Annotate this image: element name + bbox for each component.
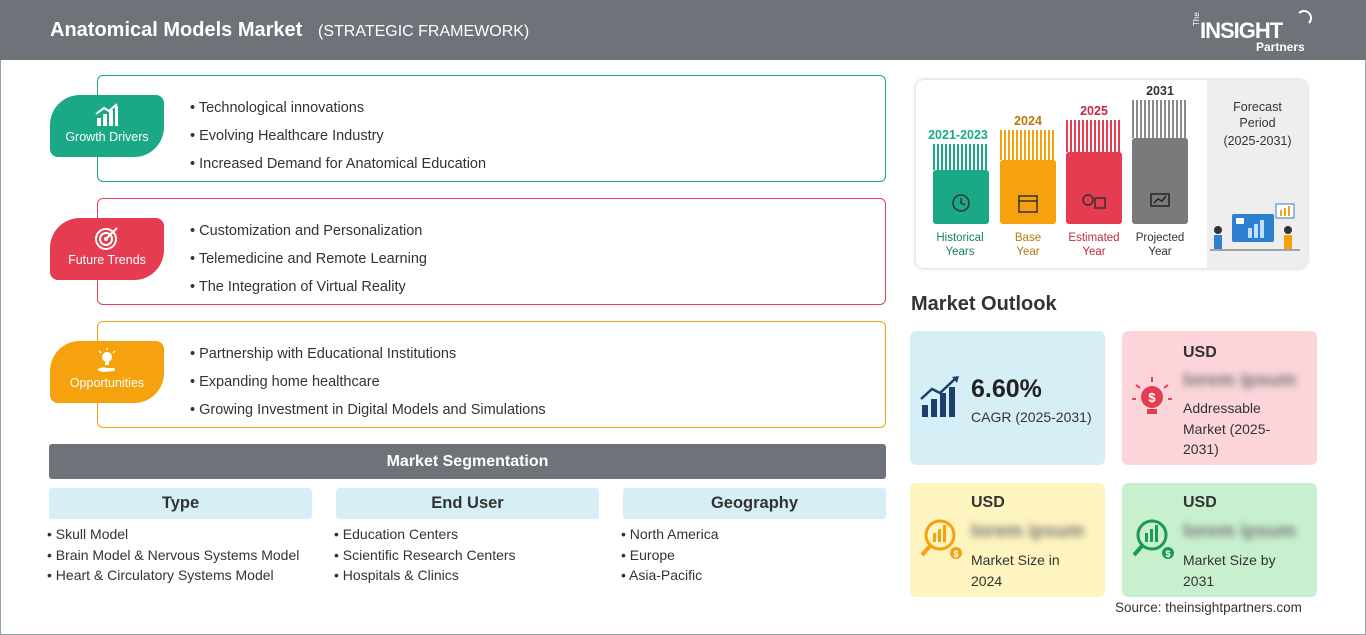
cagr-value: 6.60% (971, 375, 1042, 403)
base-bar-stripes (1000, 130, 1056, 160)
segment-header-end-user: End User (336, 488, 599, 519)
presentation-board-icon (1150, 193, 1170, 207)
analytics-people-icon (1210, 203, 1300, 251)
list-item: Expanding home healthcare (190, 368, 546, 396)
future-trends-list: Customization and Personalization Teleme… (190, 217, 427, 301)
opportunities-label: Opportunities (69, 376, 145, 390)
size-2024-value: lorem ipsum (971, 521, 1084, 542)
projected-year-value: 2031 (1146, 84, 1174, 98)
list-item: Partnership with Educational Institution… (190, 340, 546, 368)
calendar-icon (1018, 195, 1038, 213)
logo-insight: INSIGHT (1200, 18, 1283, 43)
lightbulb-hand-icon (97, 348, 116, 372)
list-item: Europe (621, 545, 719, 566)
list-item: Asia-Pacific (621, 565, 719, 586)
gear-chart-icon (1082, 194, 1106, 209)
list-item: Increased Demand for Anatomical Educatio… (190, 150, 486, 178)
size-2024-currency: USD (971, 494, 1005, 511)
size-2031-currency: USD (1183, 494, 1217, 511)
addressable-currency: USD (1183, 344, 1217, 361)
growth-chart-icon (920, 376, 959, 417)
history-clock-icon (952, 194, 970, 212)
target-icon (95, 227, 118, 250)
base-year-value: 2024 (1014, 114, 1042, 128)
growth-drivers-list: Technological innovations Evolving Healt… (190, 94, 486, 178)
segment-header-type: Type (49, 488, 312, 519)
addressable-value: lorem ipsum (1183, 370, 1296, 391)
segment-header-geography: Geography (623, 488, 886, 519)
size-2031-label: Market Size by 2031 (1183, 552, 1276, 589)
cagr-card: 6.60% CAGR (2025-2031) (910, 331, 1105, 465)
projected-bar-stripes (1132, 100, 1188, 138)
growth-drivers-badge: Growth Drivers (50, 95, 164, 157)
list-item: North America (621, 524, 719, 545)
list-item: Telemedicine and Remote Learning (190, 245, 427, 273)
source-link[interactable]: Source: theinsightpartners.com (1115, 600, 1302, 615)
addressable-market-card: $ USD lorem ipsum Addressable Market (20… (1122, 331, 1317, 465)
estimated-bar (1066, 152, 1122, 224)
svg-text:$: $ (1148, 390, 1156, 405)
list-item: Skull Model (47, 524, 299, 545)
growth-drivers-label: Growth Drivers (65, 130, 149, 144)
base-bar (1000, 160, 1056, 224)
opportunities-badge: Opportunities (50, 341, 164, 403)
market-outlook-title: Market Outlook (911, 293, 1057, 315)
svg-text:$: $ (1165, 549, 1170, 559)
magnifier-chart-icon: $ (1132, 519, 1174, 559)
historical-bar-stripes (933, 144, 989, 170)
size-2031-value: lorem ipsum (1183, 521, 1296, 542)
historical-bar (933, 170, 989, 224)
segment-list-type: Skull Model Brain Model & Nervous System… (47, 524, 300, 586)
page-title: Anatomical Models Market (50, 19, 303, 41)
magnifier-chart-icon: $ (920, 519, 962, 559)
list-item: Growing Investment in Digital Models and… (190, 396, 546, 424)
historical-years-value: 2021-2023 (928, 128, 988, 142)
forecast-period-text: Forecast Period (2025-2031) (1223, 100, 1292, 148)
addressable-label: Addressable Market (2025- 2031) (1183, 400, 1271, 457)
market-size-2024-card: $ USD lorem ipsum Market Size in 2024 (910, 483, 1105, 597)
dollar-lightbulb-icon: $ (1132, 377, 1172, 414)
market-size-2031-card: $ USD lorem ipsum Market Size by 2031 (1122, 483, 1317, 597)
future-trends-label: Future Trends (68, 253, 146, 267)
estimated-bar-stripes (1066, 120, 1122, 152)
market-segmentation-bar: Market Segmentation (49, 444, 886, 479)
future-trends-badge: Future Trends (50, 218, 164, 280)
list-item: The Integration of Virtual Reality (190, 273, 427, 301)
estimated-year-value: 2025 (1080, 104, 1108, 118)
future-trends-box: Customization and Personalization Teleme… (97, 198, 886, 305)
opportunities-box: Partnership with Educational Institution… (97, 321, 886, 428)
cagr-label: CAGR (2025-2031) (971, 409, 1092, 425)
list-item: Technological innovations (190, 94, 486, 122)
list-item: Brain Model & Nervous Systems Model (47, 545, 300, 566)
list-item: Heart & Circulatory Systems Model (47, 565, 299, 586)
list-item: Evolving Healthcare Industry (190, 122, 486, 150)
list-item: Hospitals & Clinics (334, 565, 516, 586)
page-subtitle: (STRATEGIC FRAMEWORK) (318, 23, 530, 40)
segment-list-geography: North America Europe Asia-Pacific (621, 524, 719, 586)
segment-list-end-user: Education Centers Scientific Research Ce… (334, 524, 516, 586)
list-item: Scientific Research Centers (334, 545, 516, 566)
logo-swoosh-icon (1296, 10, 1312, 26)
growth-chart-icon (95, 103, 118, 126)
logo-partners: Partners (1256, 40, 1305, 54)
header-bar: Anatomical Models Market (STRATEGIC FRAM… (0, 0, 1366, 60)
list-item: Education Centers (334, 524, 516, 545)
projected-bar (1132, 138, 1188, 224)
size-2024-label: Market Size in 2024 (971, 552, 1060, 589)
growth-drivers-box: Technological innovations Evolving Healt… (97, 75, 886, 182)
opportunities-list: Partnership with Educational Institution… (190, 340, 546, 424)
insight-partners-logo[interactable]: The INSIGHT Partners (1192, 10, 1312, 54)
svg-text:$: $ (953, 549, 958, 559)
list-item: Customization and Personalization (190, 217, 427, 245)
